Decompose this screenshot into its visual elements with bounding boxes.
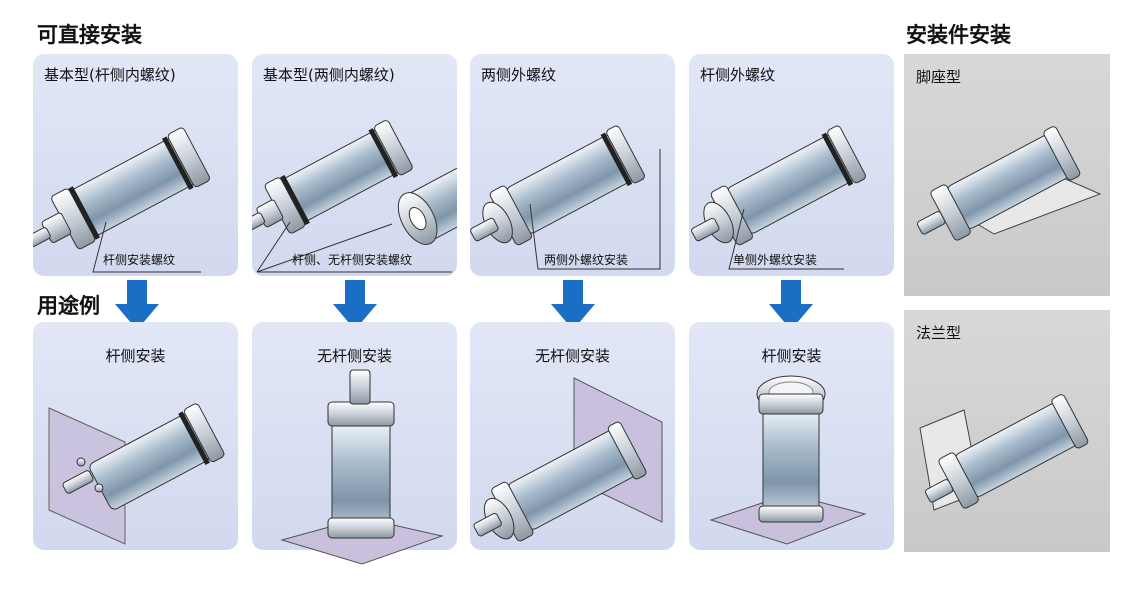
heading-application-example: 用途例 — [37, 294, 100, 318]
card-flange-mount: 法兰型 — [904, 310, 1110, 552]
card-head-side-mount-vertical: 无杆侧安装 — [252, 322, 457, 565]
cylinder-illustration — [709, 375, 867, 545]
card-label: 基本型(杆侧内螺纹) — [44, 66, 176, 84]
arrow-down-icon — [115, 280, 159, 330]
cylinder-illustration — [473, 377, 663, 542]
arrow-down-icon — [333, 280, 377, 330]
cylinder-illustration — [280, 369, 444, 565]
card-rod-male: 杆侧外螺纹 单侧外螺纹安装 — [689, 54, 894, 276]
cylinder-illustration — [691, 125, 866, 270]
card-label: 两侧外螺纹 — [481, 66, 557, 84]
callout-rod-side-thread: 杆侧安装螺纹 — [103, 253, 176, 267]
card-rod-side-mount-vertical: 杆侧安装 — [689, 322, 894, 550]
card-foot-mount: 脚座型 — [904, 54, 1110, 296]
card-label: 无杆侧安装 — [316, 347, 392, 365]
cylinder-illustration — [48, 403, 225, 545]
cylinder-illustration — [916, 126, 1102, 241]
card-label: 基本型(两侧内螺纹) — [263, 66, 395, 84]
card-label: 无杆侧安装 — [534, 347, 610, 365]
card-label: 杆侧外螺纹 — [700, 66, 776, 84]
card-rod-side-mount: 杆侧安装 — [33, 322, 238, 550]
cylinder-illustration — [470, 125, 661, 270]
heading-mount-accessory: 安装件安装 — [906, 23, 1011, 47]
arrow-down-icon — [551, 280, 595, 330]
callout-both-male-thread: 两侧外螺纹安装 — [544, 253, 629, 267]
card-label: 法兰型 — [916, 324, 962, 342]
card-basic-both-female: 基本型(两侧内螺纹) 杆侧、无杆侧安装螺纹 — [252, 54, 457, 276]
card-label: 杆侧安装 — [105, 347, 166, 365]
cylinder-illustration — [919, 394, 1089, 511]
arrow-down-icon — [769, 280, 813, 330]
callout-both-side-thread: 杆侧、无杆侧安装螺纹 — [292, 253, 413, 267]
card-label: 杆侧安装 — [761, 347, 822, 365]
heading-direct-mount: 可直接安装 — [37, 23, 142, 47]
cylinder-illustration — [252, 120, 457, 273]
card-head-side-mount-wall: 无杆侧安装 — [470, 322, 675, 550]
card-both-male: 两侧外螺纹 两侧外螺纹安装 — [470, 54, 675, 276]
callout-single-male-thread: 单侧外螺纹安装 — [733, 253, 818, 267]
card-label: 脚座型 — [916, 68, 962, 86]
cylinder-illustration — [33, 127, 210, 273]
card-basic-rod-female: 基本型(杆侧内螺纹) 杆侧安装螺纹 — [33, 54, 238, 276]
